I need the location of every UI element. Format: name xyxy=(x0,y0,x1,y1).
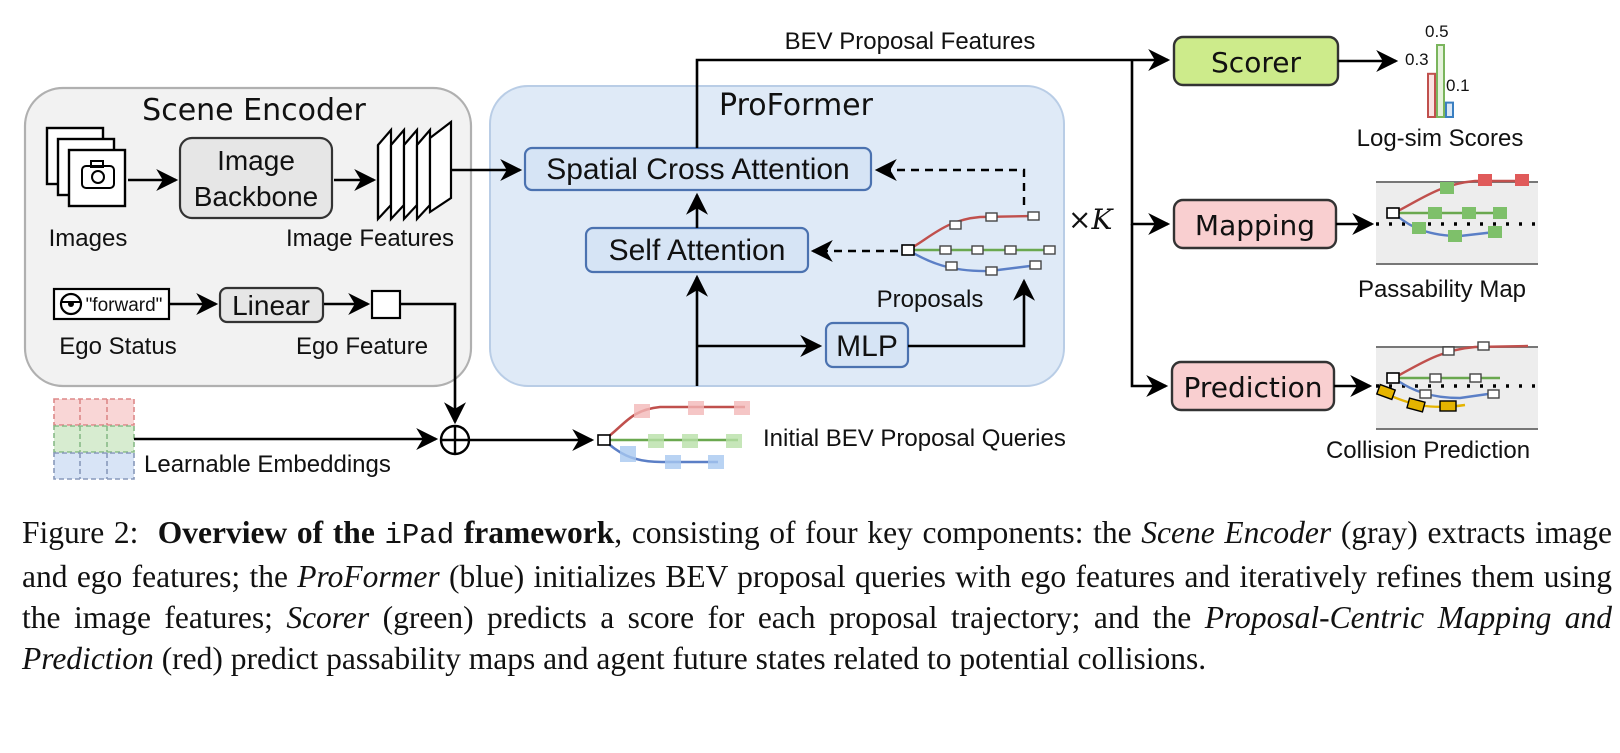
collision-prediction-label: Collision Prediction xyxy=(1326,437,1530,464)
caption-text-3: (blue) initializes BEV proposal queries … xyxy=(22,559,1613,635)
prediction-label: Prediction xyxy=(1183,371,1322,404)
images-label: Images xyxy=(49,225,128,252)
image-backbone-box xyxy=(178,136,334,220)
scene-encoder-panel: Scene Encoder Images Image Backbone xyxy=(23,86,473,388)
image-features-label: Image Features xyxy=(286,225,454,252)
ego-feature-square xyxy=(370,289,402,320)
mapping-label: Mapping xyxy=(1195,209,1315,242)
ego-status-label: Ego Status xyxy=(59,333,176,360)
passability-map-label: Passability Map xyxy=(1358,276,1526,303)
self-attention-label: Self Attention xyxy=(609,234,786,267)
caption-scene-encoder: Scene Encoder xyxy=(1141,515,1332,550)
passability-map-thumbnail xyxy=(1376,174,1538,265)
score-bar-2 xyxy=(1445,101,1454,118)
steering-wheel-icon xyxy=(59,292,83,316)
ego-feature-label: Ego Feature xyxy=(296,333,428,360)
initial-queries-label: Initial BEV Proposal Queries xyxy=(763,425,1066,452)
log-sim-scores-label: Log-sim Scores xyxy=(1357,125,1524,152)
score-bar-label-1: 0.5 xyxy=(1425,22,1449,41)
caption-proformer: ProFormer xyxy=(297,559,440,594)
score-bar-label-2: 0.1 xyxy=(1446,76,1470,95)
score-bar-0 xyxy=(1427,72,1436,119)
caption-bold-post: framework xyxy=(463,515,615,550)
score-bar-label-0: 0.3 xyxy=(1405,50,1429,69)
scorer-label: Scorer xyxy=(1211,46,1301,79)
linear-label: Linear xyxy=(232,290,310,321)
caption-text-2: (gray) extracts image and ego features; … xyxy=(22,515,1613,594)
image-features-stack-icon xyxy=(376,119,453,222)
image-backbone-line1: Image xyxy=(217,145,295,176)
ipad-framework-diagram: Scene Encoder Images Image Backbone xyxy=(23,22,1538,480)
camera-icon xyxy=(81,160,115,189)
caption-mapping-prediction: Proposal-Centric Mapping and Prediction xyxy=(22,600,1613,676)
caption-text-4: (green) predicts a score for each propos… xyxy=(382,600,1192,635)
proformer-title: ProFormer xyxy=(719,88,874,123)
collision-prediction-thumbnail xyxy=(1375,341,1538,430)
scene-encoder-title: Scene Encoder xyxy=(142,93,366,128)
mlp-label: MLP xyxy=(836,330,898,363)
learnable-embeddings-label: Learnable Embeddings xyxy=(144,451,391,478)
images-stack-icon xyxy=(45,126,127,208)
score-bar-1 xyxy=(1436,44,1445,118)
proformer-panel: ProFormer Spatial Cross Attention Self A… xyxy=(489,85,1065,387)
spatial-cross-attention-label: Spatial Cross Attention xyxy=(546,153,850,186)
proposals-trajectories xyxy=(901,211,1056,276)
score-bar-chart xyxy=(1427,44,1454,119)
repeat-k-label: ×K xyxy=(1068,203,1114,236)
bev-proposal-features-label: BEV Proposal Features xyxy=(785,28,1036,55)
caption-text-5: (red) predict passability maps and agent… xyxy=(161,641,1207,676)
add-operator-icon xyxy=(439,424,471,456)
caption-code: iPad xyxy=(384,519,455,552)
caption-text-1: , consisting of four key components: the xyxy=(614,515,1132,550)
initial-queries-trajectories xyxy=(597,401,750,469)
caption-bold-pre: Overview of the xyxy=(157,515,375,550)
caption-scorer: Scorer xyxy=(286,600,370,635)
ego-command-text: "forward" xyxy=(86,295,163,316)
image-backbone-line2: Backbone xyxy=(194,181,319,212)
figure-caption: Figure 2: Overview of the iPad framework… xyxy=(22,512,1612,679)
linear-box xyxy=(218,286,325,324)
figure-number: Figure 2: xyxy=(22,515,139,550)
learnable-embeddings-grid xyxy=(53,398,135,480)
proposals-label: Proposals xyxy=(877,286,984,313)
